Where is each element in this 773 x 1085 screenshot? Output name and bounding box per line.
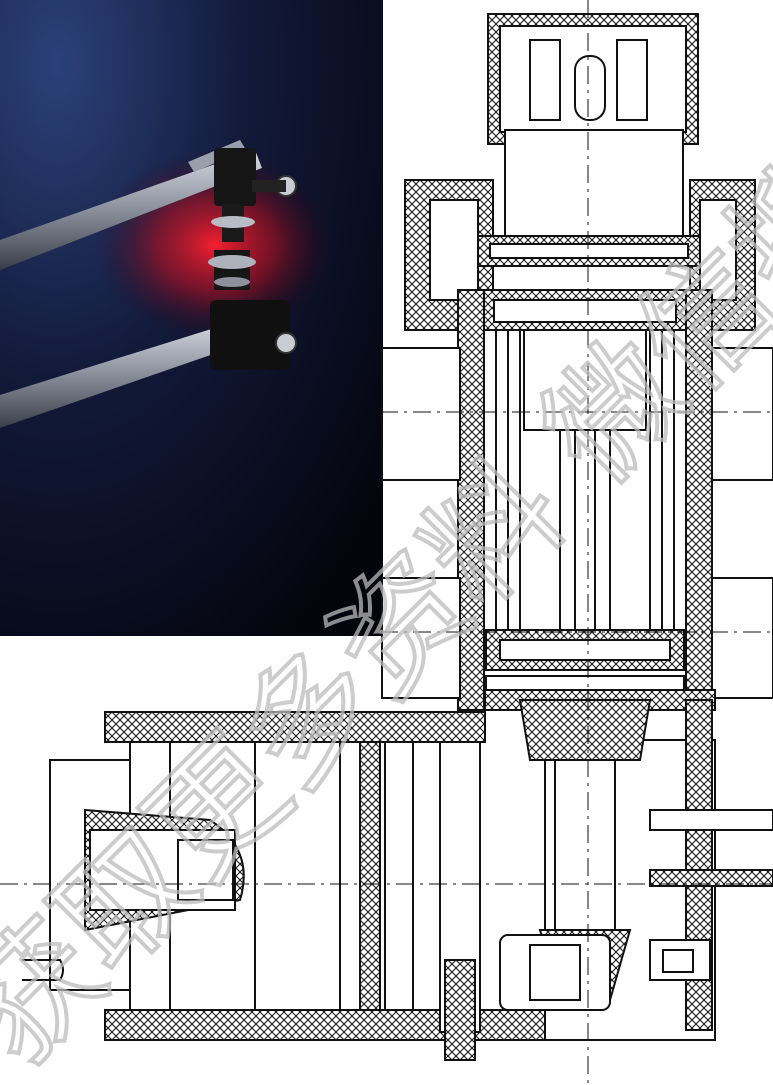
side-ports	[381, 347, 773, 699]
lower-rod	[0, 320, 248, 428]
right-outlet	[649, 809, 773, 981]
inner-cylinder	[485, 329, 685, 699]
connecting-rod	[499, 699, 652, 1011]
lower-clamp	[208, 250, 297, 370]
vertical-housing	[457, 289, 713, 711]
upper-clamp	[188, 140, 297, 242]
clamp-photo	[0, 0, 383, 636]
left-shaft	[22, 759, 245, 991]
top-cap	[487, 13, 699, 251]
upper-flanges	[404, 179, 756, 331]
upper-rod	[0, 150, 262, 270]
